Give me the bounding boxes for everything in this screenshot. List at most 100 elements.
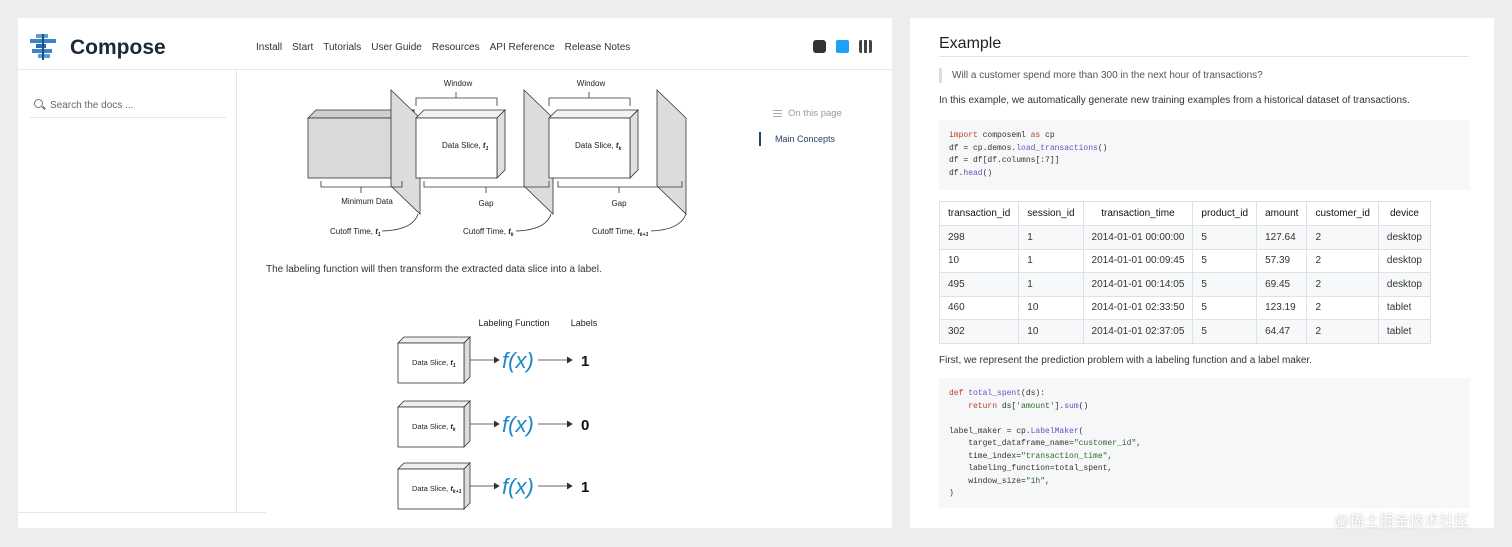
table-header-cell: customer_id xyxy=(1306,201,1379,226)
table-cell: 2 xyxy=(1306,295,1379,320)
table-cell: 2014-01-01 00:00:00 xyxy=(1082,225,1194,250)
intro-paragraph: In this example, we automatically genera… xyxy=(939,95,1410,106)
cutoff-label-k1: Cutoff Time, tk+1 xyxy=(592,227,649,238)
toc-heading-label: On this page xyxy=(788,107,842,119)
table-cell: 2014-01-01 02:33:50 xyxy=(1082,295,1194,320)
transactions-table: transaction_id session_id transaction_ti… xyxy=(938,201,1431,344)
table-cell: 460 xyxy=(938,295,1020,320)
nav-resources[interactable]: Resources xyxy=(431,42,480,53)
label-row-2: 0 xyxy=(581,417,589,434)
list-icon xyxy=(773,109,782,117)
table-header-cell: device xyxy=(1377,201,1431,226)
labels-header: Labels xyxy=(571,318,598,328)
table-cell: 5 xyxy=(1192,225,1258,250)
table-cell: 2 xyxy=(1306,225,1379,250)
window-label-2: Window xyxy=(577,79,606,88)
toc-heading: On this page xyxy=(759,106,879,120)
table-row: 298 1 2014-01-01 00:00:00 5 127.64 2 des… xyxy=(938,225,1431,250)
nav-install[interactable]: Install xyxy=(256,42,283,53)
table-cell: 2 xyxy=(1306,248,1379,273)
table-cell: 69.45 xyxy=(1256,272,1308,297)
search-icon xyxy=(34,99,43,108)
table-cell: 10 xyxy=(1018,319,1084,344)
table-header-cell: transaction_time xyxy=(1082,201,1194,226)
table-cell: 5 xyxy=(1192,319,1258,344)
label-row-1: 1 xyxy=(581,353,589,370)
table-cell: 2 xyxy=(1306,319,1379,344)
table-cell: 10 xyxy=(1018,295,1084,320)
table-cell: 1 xyxy=(1018,248,1084,273)
toc-item-main-concepts[interactable]: Main Concepts xyxy=(759,132,879,146)
nav-api-reference[interactable]: API Reference xyxy=(489,42,555,53)
top-navbar: Compose Install Start Tutorials User Gui… xyxy=(18,18,892,70)
fx-row-3: f(x) xyxy=(502,474,534,499)
nav-start[interactable]: Start xyxy=(292,42,314,53)
code-block-label-maker[interactable]: def total_spent(ds): return ds['amount']… xyxy=(939,378,1470,508)
compose-logo-icon[interactable] xyxy=(30,34,62,60)
slice-row-2-label: Data Slice, tk xyxy=(412,422,456,433)
code-block-load-data[interactable]: import composeml as cp df = cp.demos.loa… xyxy=(939,120,1470,190)
slice-row-3-label: Data Slice, tk+1 xyxy=(412,484,462,495)
table-row: 460 10 2014-01-01 02:33:50 5 123.19 2 ta… xyxy=(938,295,1431,320)
gap-label-2: Gap xyxy=(611,199,627,208)
table-cell: 2014-01-01 02:37:05 xyxy=(1082,319,1194,344)
table-cell: 5 xyxy=(1192,295,1258,320)
labeling-diagram-svg: Labeling Function Labels xyxy=(397,318,598,510)
question-blockquote: Will a customer spend more than 300 in t… xyxy=(939,68,1263,83)
table-cell: 1 xyxy=(1018,225,1084,250)
label-maker-paragraph: First, we represent the prediction probl… xyxy=(939,355,1312,366)
labeling-paragraph: The labeling function will then transfor… xyxy=(266,264,602,275)
data-slice-label-1: Data Slice, t1 xyxy=(442,141,489,152)
table-row: 10 1 2014-01-01 00:09:45 5 57.39 2 deskt… xyxy=(938,248,1431,273)
table-cell: 5 xyxy=(1192,272,1258,297)
window-label-1: Window xyxy=(444,79,473,88)
table-cell: 1 xyxy=(1018,272,1084,297)
table-cell: 57.39 xyxy=(1256,248,1308,273)
table-row: 302 10 2014-01-01 02:37:05 5 64.47 2 tab… xyxy=(938,319,1431,344)
nav-tutorials[interactable]: Tutorials xyxy=(323,42,362,53)
label-row-3: 1 xyxy=(581,479,589,496)
on-this-page-toc: On this page Main Concepts xyxy=(759,106,879,146)
nav-user-guide[interactable]: User Guide xyxy=(371,42,422,53)
table-cell: 123.19 xyxy=(1256,295,1308,320)
table-header-cell: product_id xyxy=(1192,201,1258,226)
labeling-function-header: Labeling Function xyxy=(478,318,549,328)
fx-row-1: f(x) xyxy=(502,348,534,373)
table-cell: 2014-01-01 00:09:45 xyxy=(1082,248,1194,273)
gap-label-1: Gap xyxy=(478,199,494,208)
table-header-cell: transaction_id xyxy=(938,201,1020,226)
docs-sidebar xyxy=(18,70,237,512)
data-slice-label-k: Data Slice, tk xyxy=(575,141,622,152)
table-header-cell: amount xyxy=(1256,201,1308,226)
social-links xyxy=(813,40,872,53)
brand-name[interactable]: Compose xyxy=(70,36,166,59)
table-cell: desktop xyxy=(1377,225,1431,250)
docs-page-panel: Compose Install Start Tutorials User Gui… xyxy=(18,18,892,528)
example-panel: Example Will a customer spend more than … xyxy=(910,18,1494,528)
table-cell: 495 xyxy=(938,272,1020,297)
table-cell: 298 xyxy=(938,225,1020,250)
heading-divider xyxy=(939,56,1469,57)
example-heading: Example xyxy=(939,35,1002,52)
table-cell: 127.64 xyxy=(1256,225,1308,250)
slack-icon[interactable] xyxy=(859,40,872,53)
cutoff-label-k: Cutoff Time, tk xyxy=(463,227,514,238)
github-icon[interactable] xyxy=(813,40,826,53)
table-cell: 10 xyxy=(938,248,1020,273)
main-nav: Install Start Tutorials User Guide Resou… xyxy=(256,42,630,53)
slice-row-1-label: Data Slice, t1 xyxy=(412,358,456,369)
twitter-icon[interactable] xyxy=(836,40,849,53)
minimum-data-label: Minimum Data xyxy=(341,197,393,206)
table-cell: 2 xyxy=(1306,272,1379,297)
search-box xyxy=(30,96,226,118)
watermark: @稀土掘金技术社区 xyxy=(1334,513,1470,530)
window-diagram-svg: Window Window Data Slice, t1 Data Slice,… xyxy=(307,79,687,238)
table-cell: 5 xyxy=(1192,248,1258,273)
nav-release-notes[interactable]: Release Notes xyxy=(564,42,631,53)
cutoff-label-1: Cutoff Time, t1 xyxy=(330,227,381,238)
search-input[interactable] xyxy=(50,96,220,114)
fx-row-2: f(x) xyxy=(502,412,534,437)
table-cell: desktop xyxy=(1377,248,1431,273)
table-cell: tablet xyxy=(1377,295,1431,320)
table-cell: 64.47 xyxy=(1256,319,1308,344)
